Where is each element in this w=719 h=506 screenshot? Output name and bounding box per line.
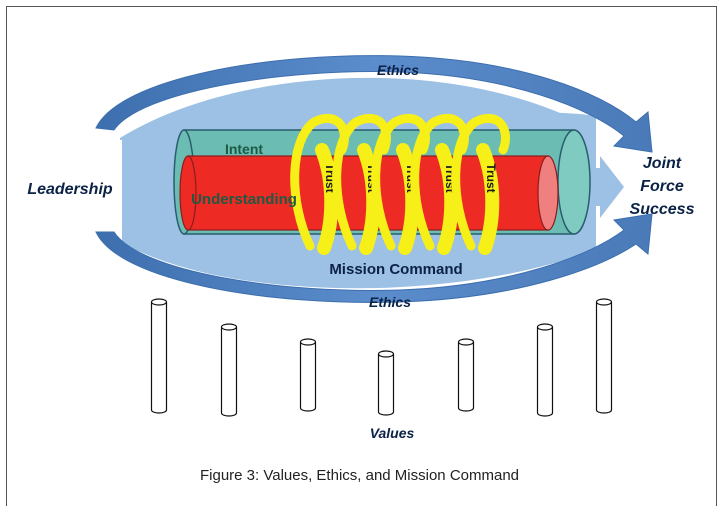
values-label: Values — [370, 425, 415, 441]
bottom-ethics-arrow — [95, 213, 653, 303]
intent-label: Intent — [225, 141, 263, 157]
value-pillar — [377, 350, 395, 416]
leadership-label: Leadership — [27, 181, 113, 198]
trust-coil-band — [435, 143, 459, 255]
value-pillar — [595, 298, 613, 414]
value-pillar — [220, 323, 238, 417]
trust-label: Trust — [484, 163, 498, 192]
values-pillars — [150, 298, 613, 417]
success-label: Success — [630, 201, 695, 218]
force-label: Force — [640, 178, 684, 195]
top-ethics-label: Ethics — [377, 62, 419, 78]
top-ethics-arrow — [95, 55, 653, 153]
mission-command-label: Mission Command — [329, 261, 462, 278]
understanding-label: Understanding — [191, 191, 297, 208]
value-pillar — [536, 323, 554, 417]
value-pillar — [457, 338, 475, 412]
value-pillar — [299, 338, 317, 412]
bottom-ethics-label: Ethics — [369, 294, 411, 310]
joint-label: Joint — [643, 155, 682, 172]
trust-coil-band — [315, 143, 339, 255]
figure-caption: Figure 3: Values, Ethics, and Mission Co… — [199, 467, 520, 484]
figure-frame — [6, 6, 717, 506]
value-pillar — [150, 298, 168, 414]
trust-coil-loop — [451, 113, 510, 251]
mission-command-background-bottom — [120, 240, 596, 289]
trust-coil-band — [476, 143, 500, 255]
